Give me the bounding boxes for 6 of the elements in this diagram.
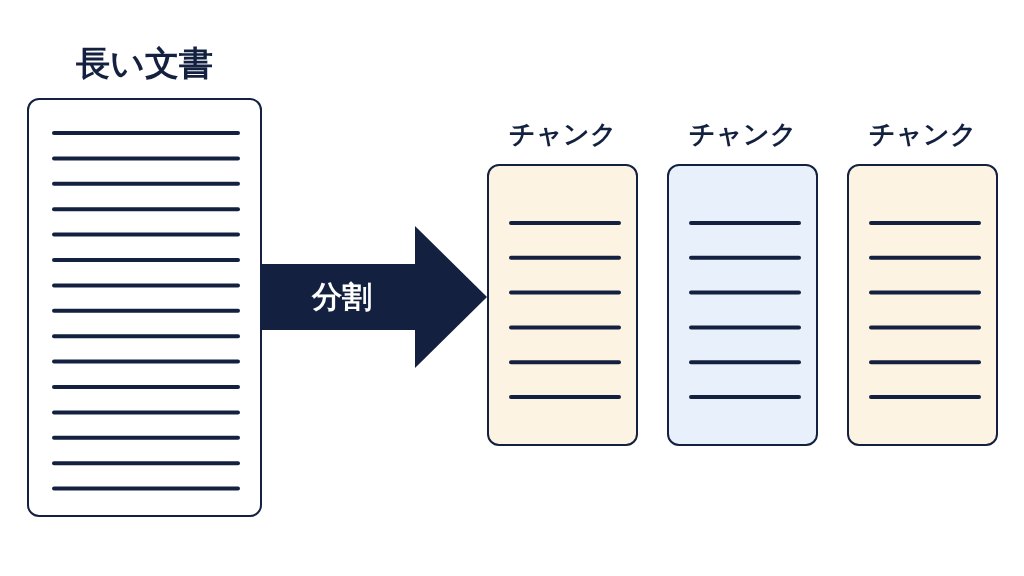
edge-label: 分割 — [312, 277, 372, 316]
chunk-title: チャンク — [507, 118, 618, 151]
chunk-title: チャンク — [687, 118, 798, 151]
chunk-title: チャンク — [867, 118, 978, 151]
block-arrow — [262, 226, 487, 368]
document-title: 長い文書 — [75, 42, 214, 85]
